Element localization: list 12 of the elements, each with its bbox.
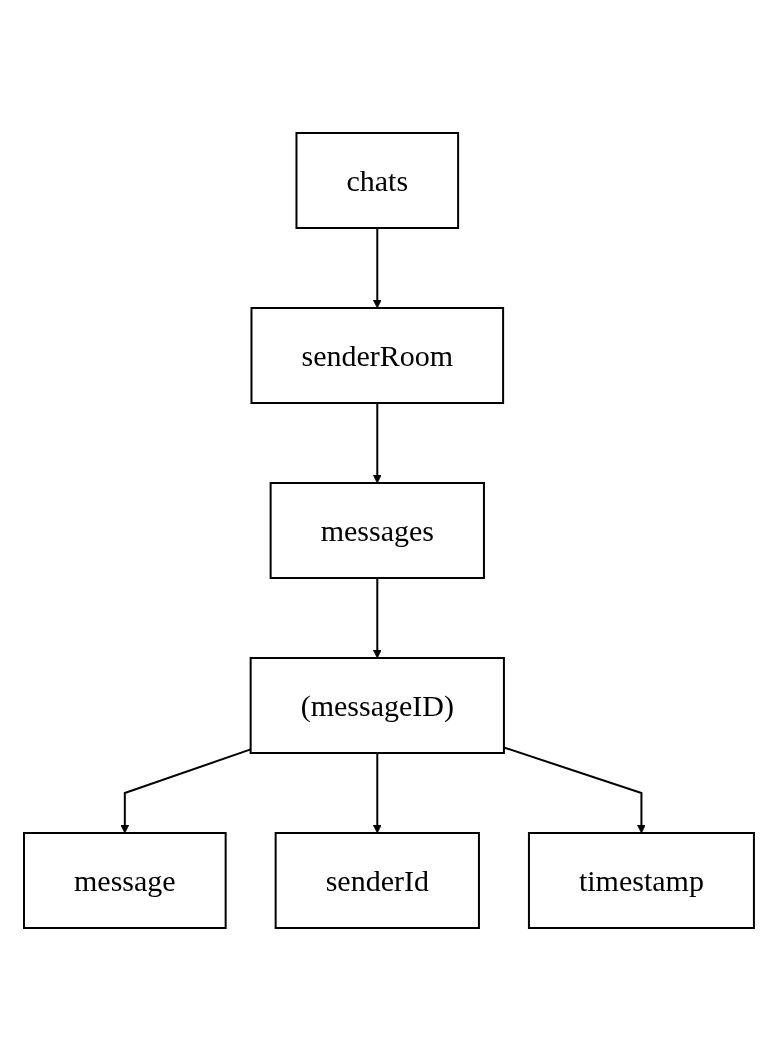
node-box: (messageID) xyxy=(249,657,505,754)
arrow xyxy=(372,752,382,834)
arrow xyxy=(372,577,382,659)
node-box: senderRoom xyxy=(250,307,505,404)
node-box: timestamp xyxy=(527,832,755,929)
arrow xyxy=(372,402,382,484)
node-box: message xyxy=(23,832,227,929)
arrow xyxy=(372,227,382,309)
node-box: senderId xyxy=(274,832,480,929)
node-box: chats xyxy=(295,132,460,229)
node-box: messages xyxy=(269,482,485,579)
arrow xyxy=(120,748,252,834)
